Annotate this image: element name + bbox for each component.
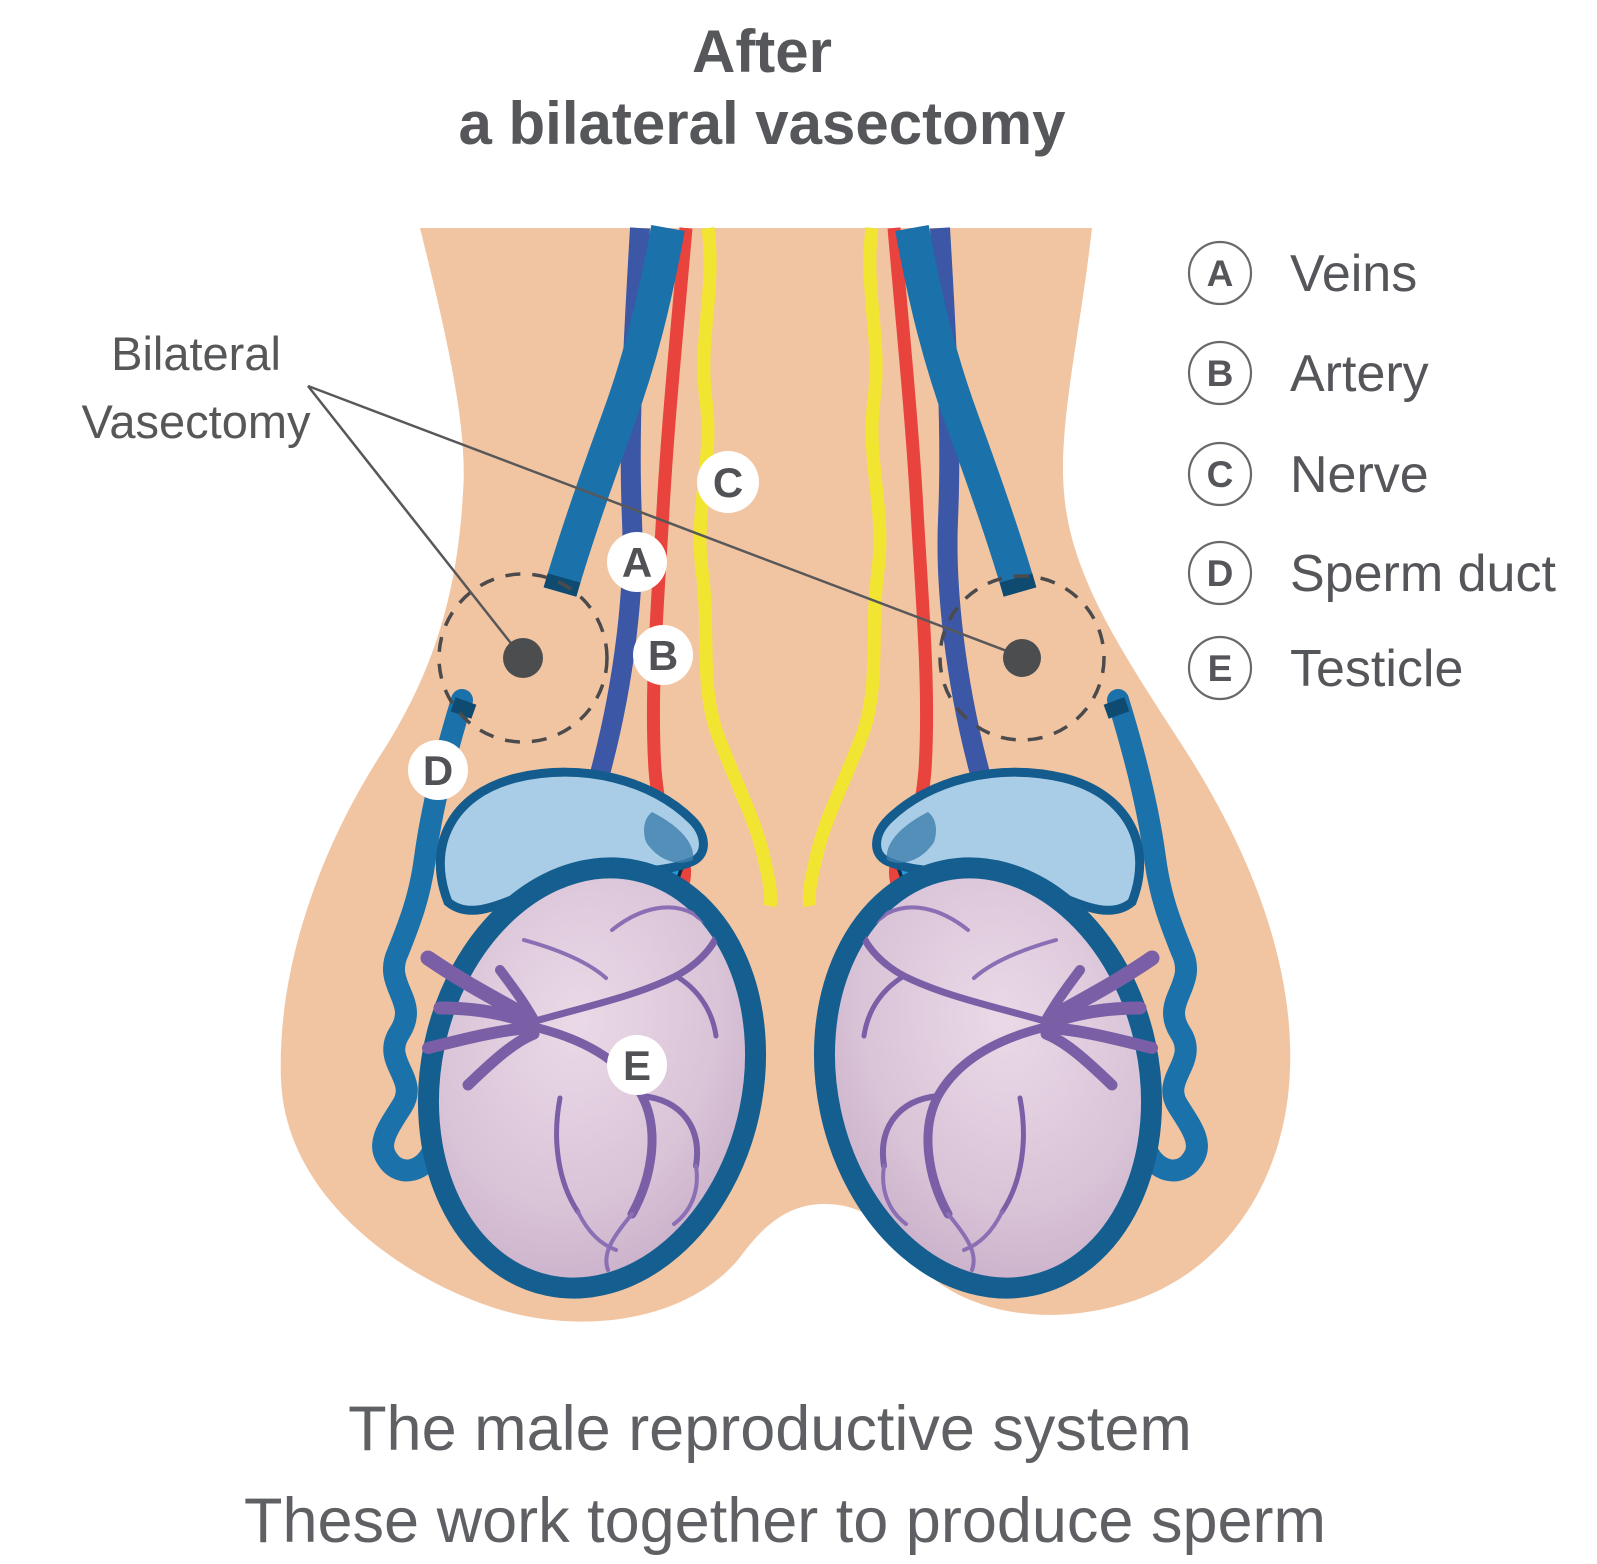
legend-circle-a	[1187, 240, 1253, 306]
title-line-1: After	[692, 18, 832, 85]
legend-letter-b: B	[1207, 353, 1234, 394]
marker-circle-d	[408, 740, 468, 800]
caption-line-2: These work together to produce sperm	[244, 1486, 1326, 1556]
legend-item-nerve: C Nerve	[1187, 441, 1429, 507]
marker-circle-a	[607, 532, 667, 592]
legend-circle-b	[1187, 340, 1253, 406]
vasectomy-site-circle-right	[938, 574, 1106, 742]
caption-line-1: The male reproductive system	[348, 1394, 1192, 1464]
marker-letter-a: A	[622, 539, 652, 586]
legend-label-veins: Veins	[1290, 245, 1417, 303]
title-line-2: a bilateral vasectomy	[458, 90, 1066, 157]
legend: A Veins B Artery C Nerve D Sperm duct E …	[1187, 240, 1556, 701]
legend-item-artery: B Artery	[1187, 340, 1429, 406]
legend-label-nerve: Nerve	[1290, 446, 1429, 504]
legend-circle-c	[1187, 441, 1253, 507]
marker-circle-c	[697, 451, 759, 513]
caption: The male reproductive system These work …	[244, 1394, 1326, 1556]
marker-letter-d: D	[423, 747, 453, 794]
legend-letter-d: D	[1207, 553, 1234, 594]
vasectomy-site-dot-right	[1003, 639, 1041, 677]
legend-letter-a: A	[1207, 253, 1234, 294]
legend-label-artery: Artery	[1290, 345, 1429, 403]
marker-letter-c: C	[713, 459, 743, 506]
marker-circle-b	[633, 625, 693, 685]
vasectomy-sites	[307, 384, 1106, 744]
vasectomy-site-circle-left	[437, 572, 609, 744]
legend-letter-c: C	[1207, 454, 1234, 495]
marker-circle-e	[607, 1035, 667, 1095]
legend-item-veins: A Veins	[1187, 240, 1417, 306]
legend-circle-e	[1187, 635, 1253, 701]
diagram-markers: A B C D E	[408, 451, 759, 1095]
annotation-line-2: Vasectomy	[82, 395, 311, 448]
legend-circle-d	[1187, 540, 1253, 606]
legend-label-sperm-duct: Sperm duct	[1290, 545, 1556, 603]
marker-letter-e: E	[623, 1042, 651, 1089]
bilateral-vasectomy-annotation: Bilateral Vasectomy	[82, 327, 311, 448]
title: After a bilateral vasectomy	[458, 18, 1066, 157]
vasectomy-site-dot-left	[503, 638, 543, 678]
legend-item-testicle: E Testicle	[1187, 635, 1463, 701]
legend-item-sperm-duct: D Sperm duct	[1187, 540, 1556, 606]
marker-letter-b: B	[648, 632, 678, 679]
leader-line-left	[307, 385, 522, 657]
legend-letter-e: E	[1208, 648, 1233, 689]
legend-label-testicle: Testicle	[1290, 640, 1463, 698]
leader-line-right	[307, 384, 1021, 658]
annotation-line-1: Bilateral	[111, 327, 281, 380]
